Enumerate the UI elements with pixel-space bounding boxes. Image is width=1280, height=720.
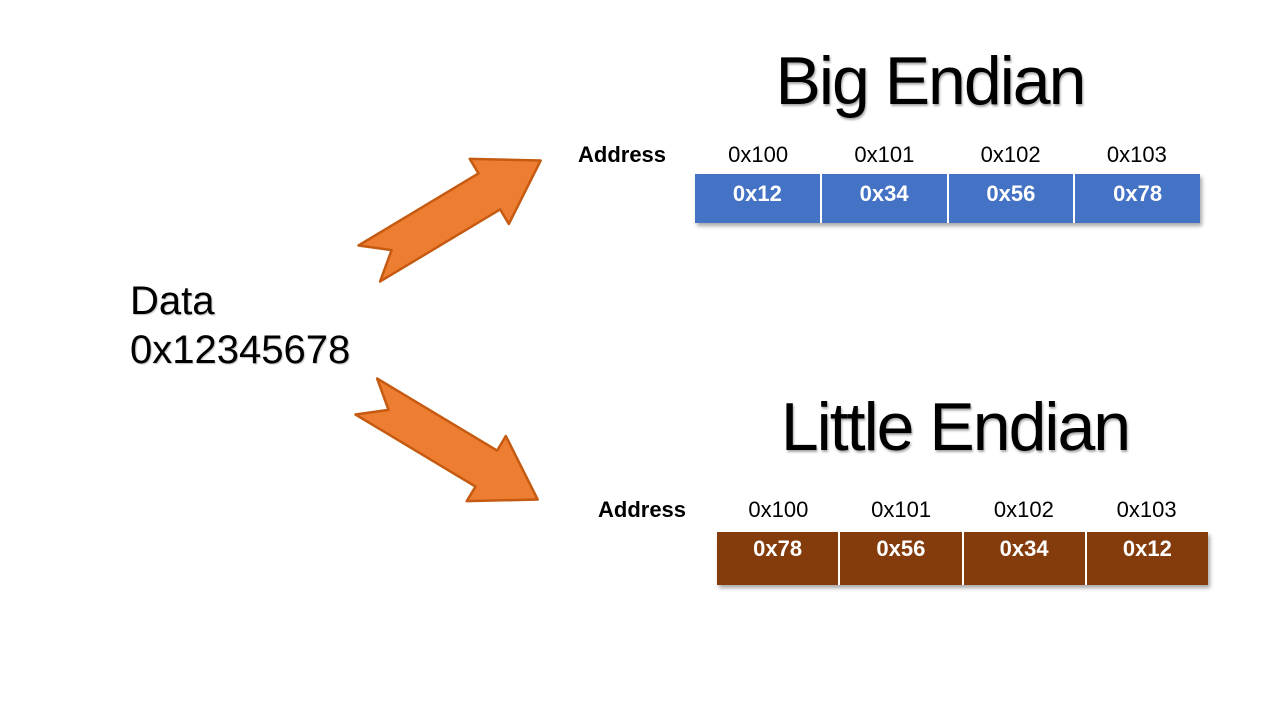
little-endian-address-1: 0x101 (871, 497, 932, 522)
little-endian-memory-row: 0x78 0x56 0x34 0x12 (717, 532, 1208, 585)
data-label-line2: 0x12345678 (130, 328, 351, 372)
big-endian-address-label: Address (578, 142, 667, 167)
big-endian-address-row: 0x100 0x101 0x102 0x103 (695, 143, 1200, 167)
notched-arrow-shape (357, 157, 542, 283)
big-endian-byte-cell-1: 0x34 (821, 174, 947, 223)
big-endian-title: Big Endian (775, 43, 1087, 119)
arrow-to-big-endian-icon (357, 157, 542, 283)
little-endian-address-label: Address (598, 497, 687, 522)
little-endian-address-3: 0x103 (1116, 497, 1177, 522)
big-endian-memory-row: 0x12 0x34 0x56 0x78 (695, 174, 1200, 223)
big-endian-byte-cell-0: 0x12 (695, 174, 820, 223)
data-label-line1: Data (130, 279, 215, 323)
notched-arrow-shape (354, 377, 539, 503)
little-endian-byte-cell-0: 0x78 (717, 532, 839, 585)
little-endian-address-row: 0x100 0x101 0x102 0x103 (717, 498, 1208, 522)
big-endian-address-3: 0x103 (1106, 142, 1167, 167)
big-endian-address-1: 0x101 (854, 142, 915, 167)
big-endian-byte-cell-2: 0x56 (948, 174, 1074, 223)
big-endian-address-2: 0x102 (980, 142, 1041, 167)
little-endian-address-2: 0x102 (993, 497, 1054, 522)
little-endian-title: Little Endian (780, 389, 1131, 465)
big-endian-byte-cell-3: 0x78 (1075, 174, 1200, 223)
arrow-to-little-endian-icon (354, 377, 539, 503)
little-endian-byte-cell-1: 0x56 (840, 532, 962, 585)
little-endian-byte-cell-2: 0x34 (963, 532, 1085, 585)
little-endian-address-0: 0x100 (748, 497, 809, 522)
little-endian-byte-cell-3: 0x12 (1086, 532, 1208, 585)
data-value-label: Data 0x12345678 (130, 277, 350, 375)
big-endian-address-0: 0x100 (728, 142, 789, 167)
